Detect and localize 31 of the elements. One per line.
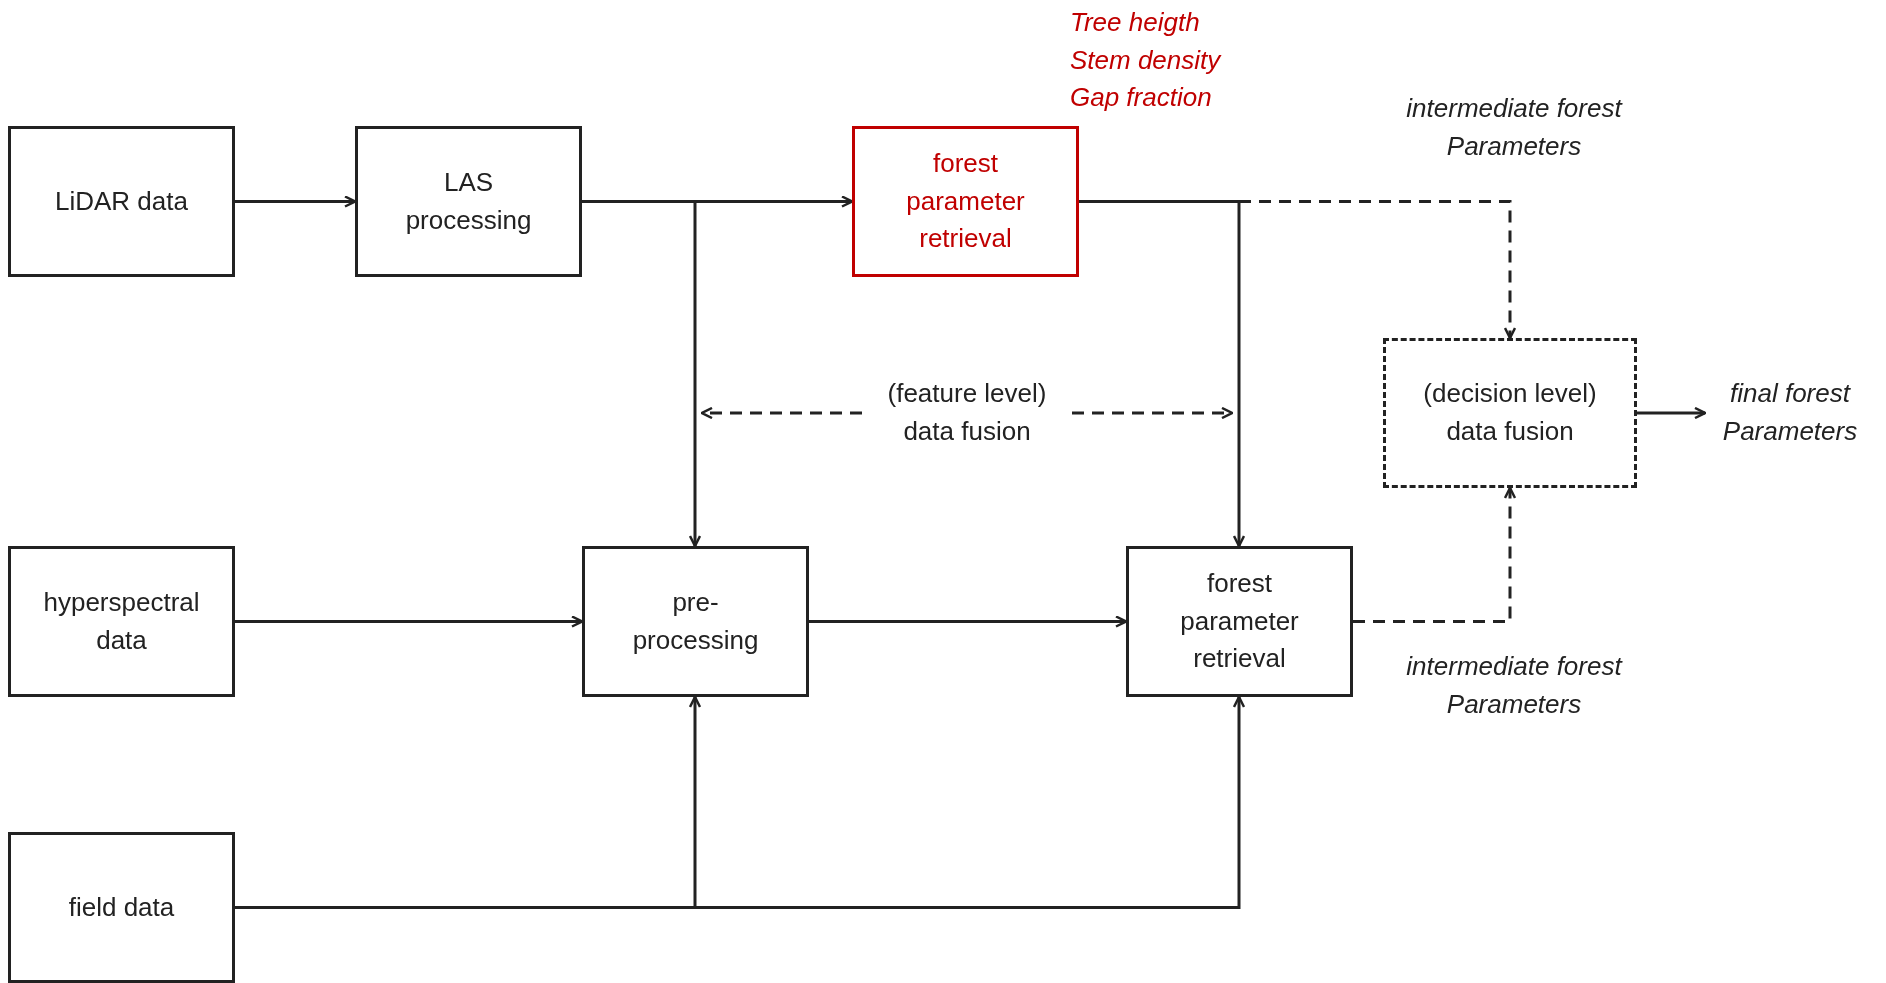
- node-label: LAS processing: [404, 165, 533, 237]
- annotation-text: intermediate forest Parameters: [1405, 92, 1624, 163]
- node-label: hyperspectral data: [43, 585, 200, 657]
- dashed-process-box: [1383, 338, 1637, 488]
- arrow: [1637, 406, 1707, 420]
- process-box: [8, 126, 235, 277]
- arrow: [809, 615, 1128, 628]
- node-label: LiDAR data: [55, 184, 188, 218]
- arrow: [582, 200, 702, 548]
- arrow: [235, 195, 357, 208]
- process-box: [8, 546, 235, 697]
- process-box: [8, 832, 235, 983]
- dashed-arrow: [700, 406, 862, 420]
- process-box: [355, 126, 582, 277]
- dashed-arrow: [1353, 486, 1517, 623]
- annotation-text: Stem density: [1070, 43, 1221, 77]
- node-label: pre-processing: [631, 585, 760, 657]
- node-label: forest parameter retrieval: [1179, 566, 1300, 676]
- annotation-text: intermediate forest Parameters: [1405, 650, 1624, 721]
- node-label: field data: [68, 890, 175, 924]
- process-box: [852, 126, 1079, 277]
- node-label: final forest Parameters: [1721, 377, 1859, 448]
- dashed-arrow: [1072, 406, 1234, 420]
- annotation-text: Tree heigth: [1070, 6, 1201, 39]
- node-label: (feature level) data fusion: [886, 377, 1048, 448]
- node-label: (decision level) data fusion: [1422, 377, 1598, 448]
- arrow: [235, 615, 584, 628]
- process-box: [1126, 546, 1353, 697]
- annotation-text: Gap fraction: [1070, 81, 1213, 115]
- node-label: forest parameter retrieval: [905, 146, 1026, 256]
- process-box: [582, 546, 809, 697]
